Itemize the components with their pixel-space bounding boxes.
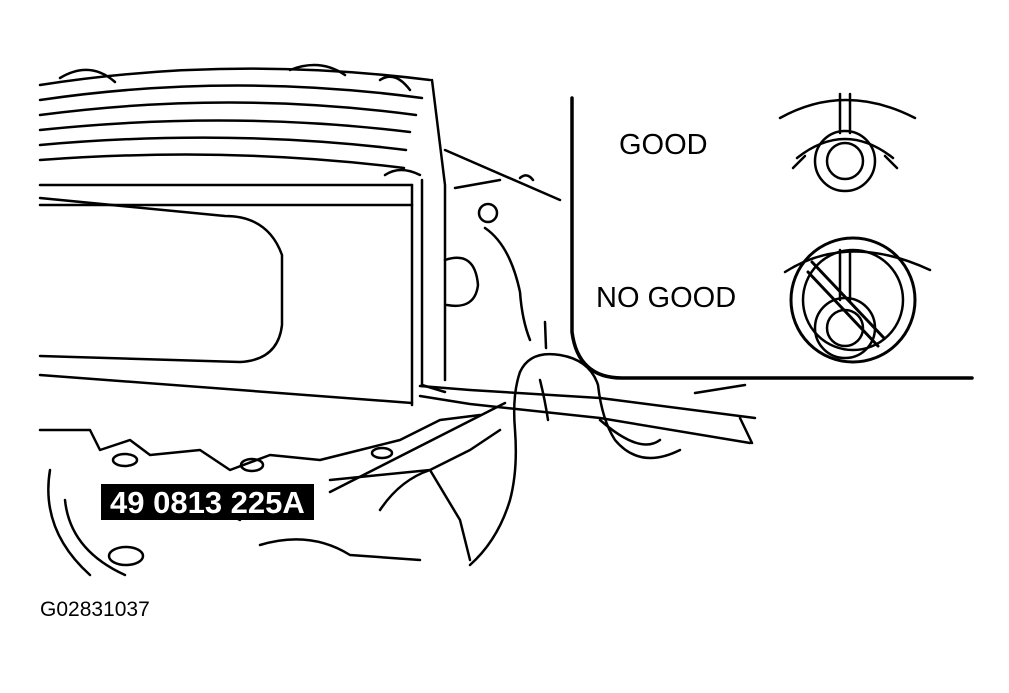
figure-id: G02831037	[40, 598, 150, 621]
no-good-symbol	[783, 236, 932, 364]
drum-body	[38, 78, 447, 407]
transmission-case	[38, 148, 562, 577]
tool-number-label: 49 0813 225A	[101, 484, 314, 520]
drum-rings	[38, 63, 432, 170]
tool-leader-line	[328, 401, 507, 494]
good-symbol	[778, 92, 917, 193]
no-good-label: NO GOOD	[596, 282, 737, 314]
tool-probe	[418, 383, 757, 445]
good-label: GOOD	[619, 129, 708, 161]
inset-frame	[570, 96, 974, 380]
hand	[468, 352, 682, 567]
